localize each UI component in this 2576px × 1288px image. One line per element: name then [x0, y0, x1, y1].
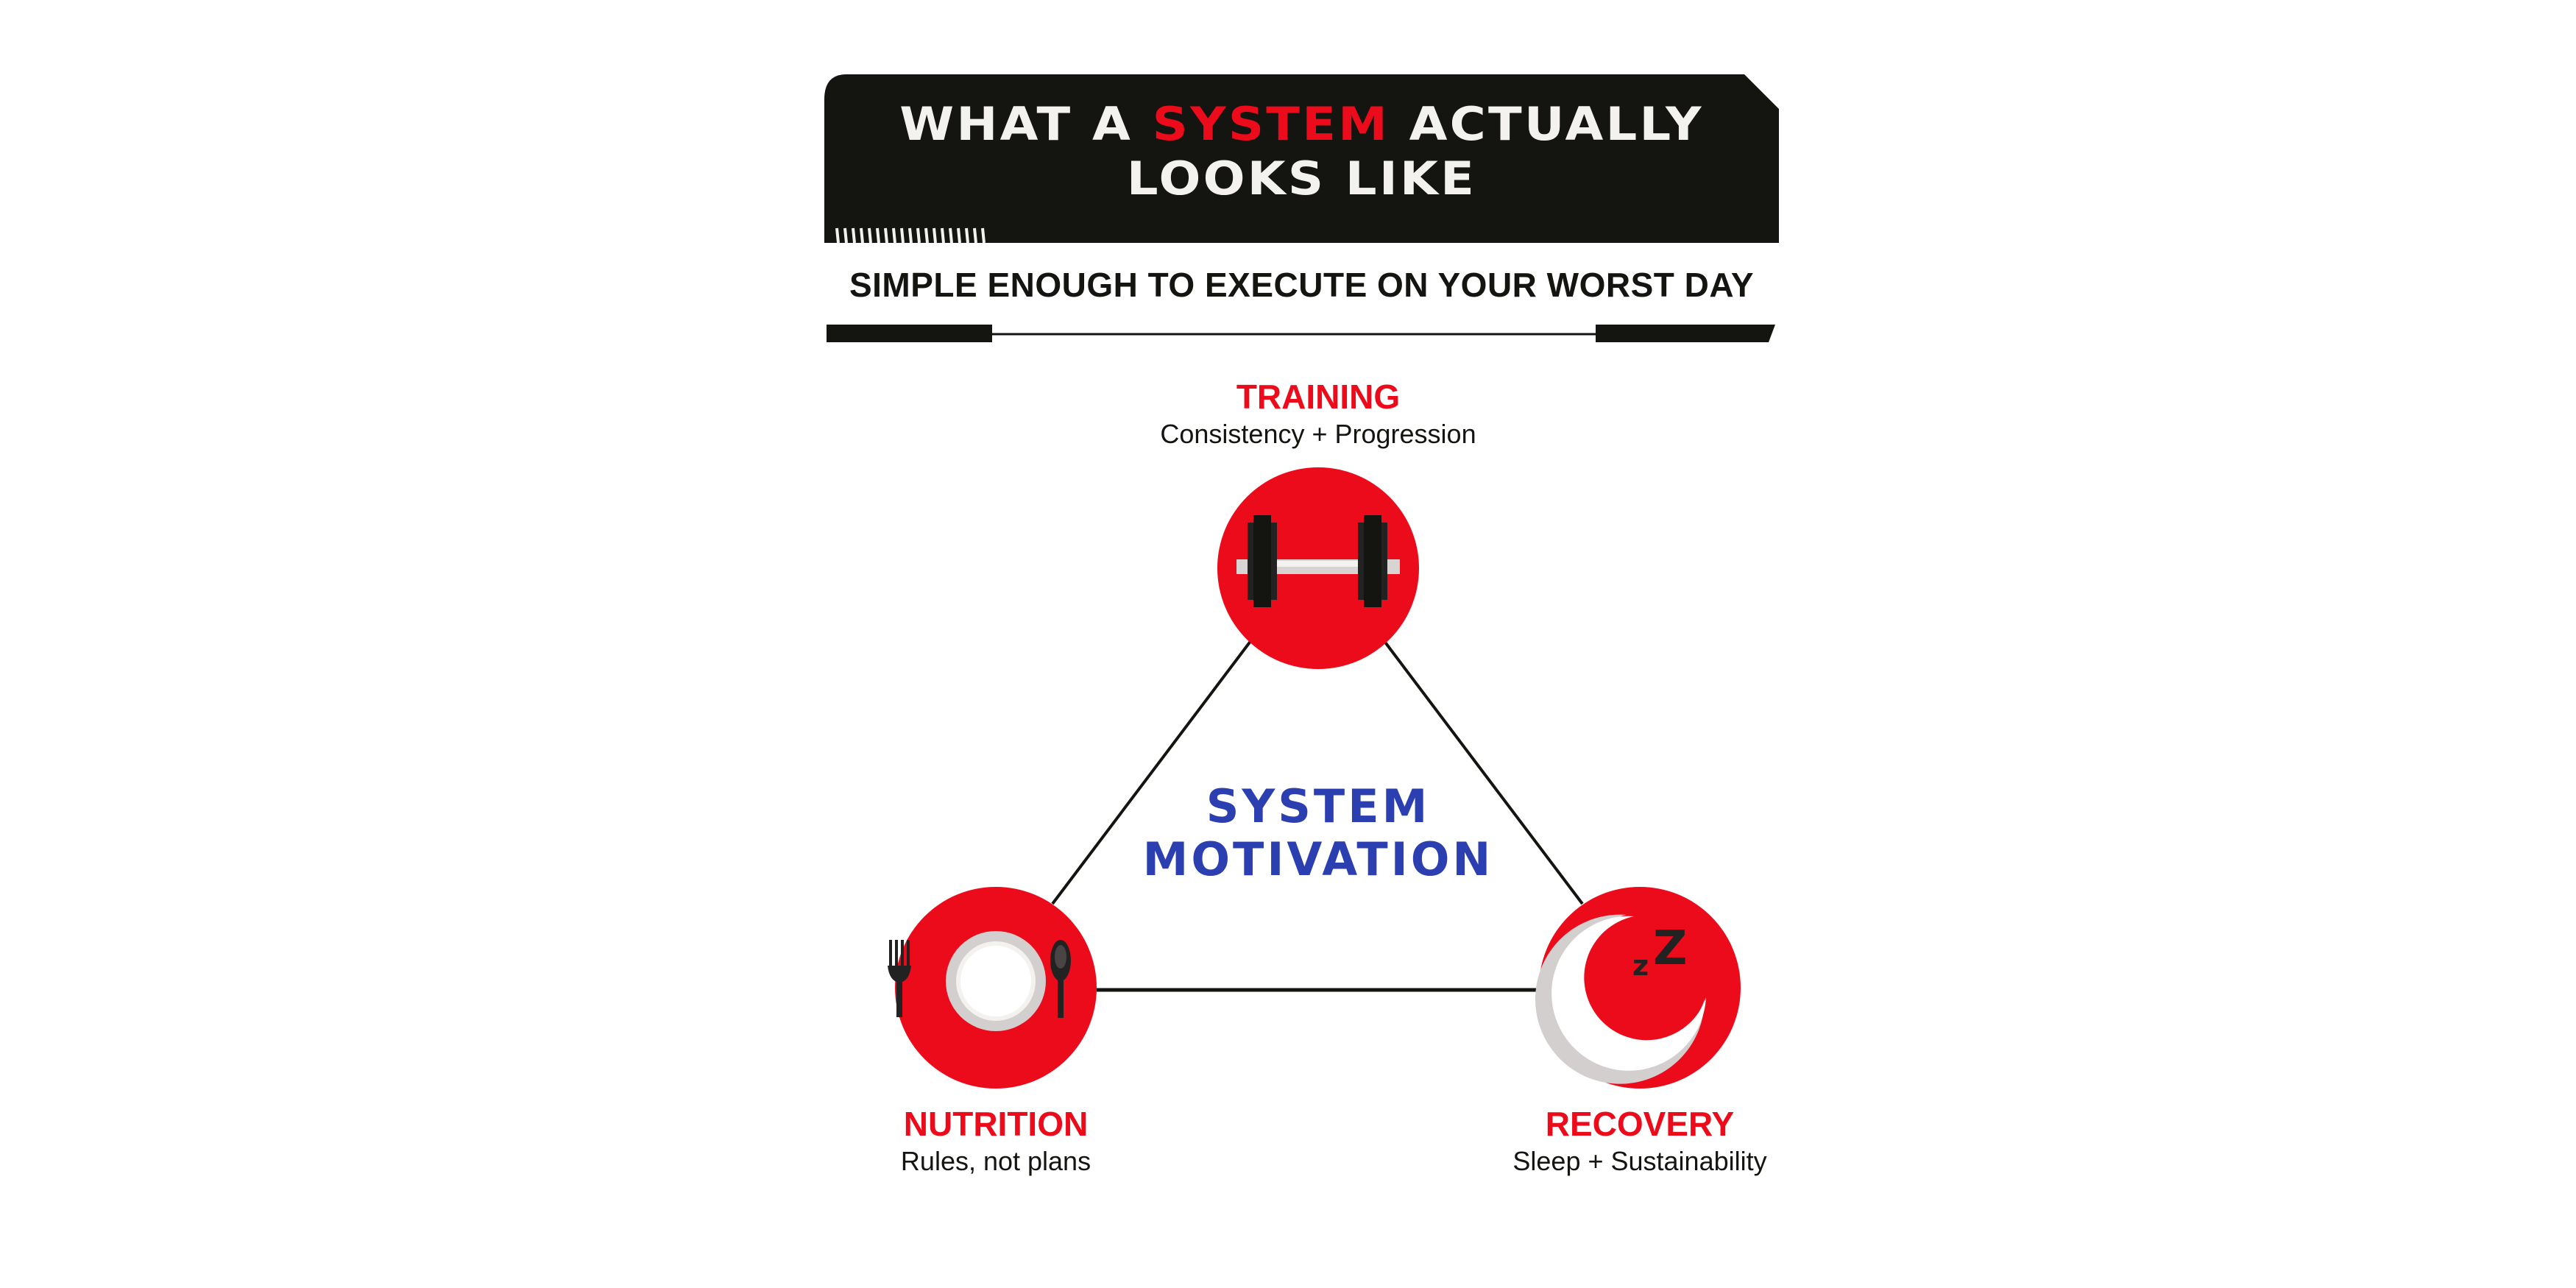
subtitle-rule — [827, 325, 1775, 342]
title-text: ACTUALLY — [1390, 97, 1704, 151]
moon-sleep-icon: z Z — [1535, 914, 1706, 1084]
recovery-node-circle: z Z — [1535, 887, 1741, 1089]
center-line2: MOTIVATION — [1142, 832, 1494, 886]
zz-glyph: z — [1632, 949, 1649, 982]
header-hatch — [835, 227, 986, 244]
training-subtitle: Consistency + Progression — [1160, 419, 1476, 449]
recovery-subtitle: Sleep + Sustainability — [1512, 1146, 1767, 1176]
training-node-circle — [1217, 467, 1419, 669]
dumbbell-icon — [1236, 515, 1400, 607]
nutrition-subtitle: Rules, not plans — [900, 1146, 1091, 1176]
training-label: TRAINING — [1236, 378, 1401, 416]
page-title: WHAT A SYSTEM ACTUALLY LOOKS LIKE — [786, 97, 1817, 206]
center-line1: SYSTEM — [1206, 779, 1431, 833]
subtitle: SIMPLE ENOUGH TO EXECUTE ON YOUR WORST D… — [849, 266, 1755, 304]
title-text: WHAT A — [899, 97, 1153, 151]
nutrition-label: NUTRITION — [903, 1105, 1089, 1143]
title-line2: LOOKS LIKE — [1126, 152, 1477, 205]
zz-glyph-large: Z — [1653, 921, 1687, 976]
triangle-connectors — [1051, 639, 1584, 992]
plate-cutlery-icon — [888, 931, 1071, 1031]
title-accent: SYSTEM — [1152, 97, 1390, 151]
recovery-label: RECOVERY — [1545, 1105, 1735, 1143]
header-banner — [824, 74, 1779, 243]
nutrition-node-circle — [888, 887, 1097, 1089]
